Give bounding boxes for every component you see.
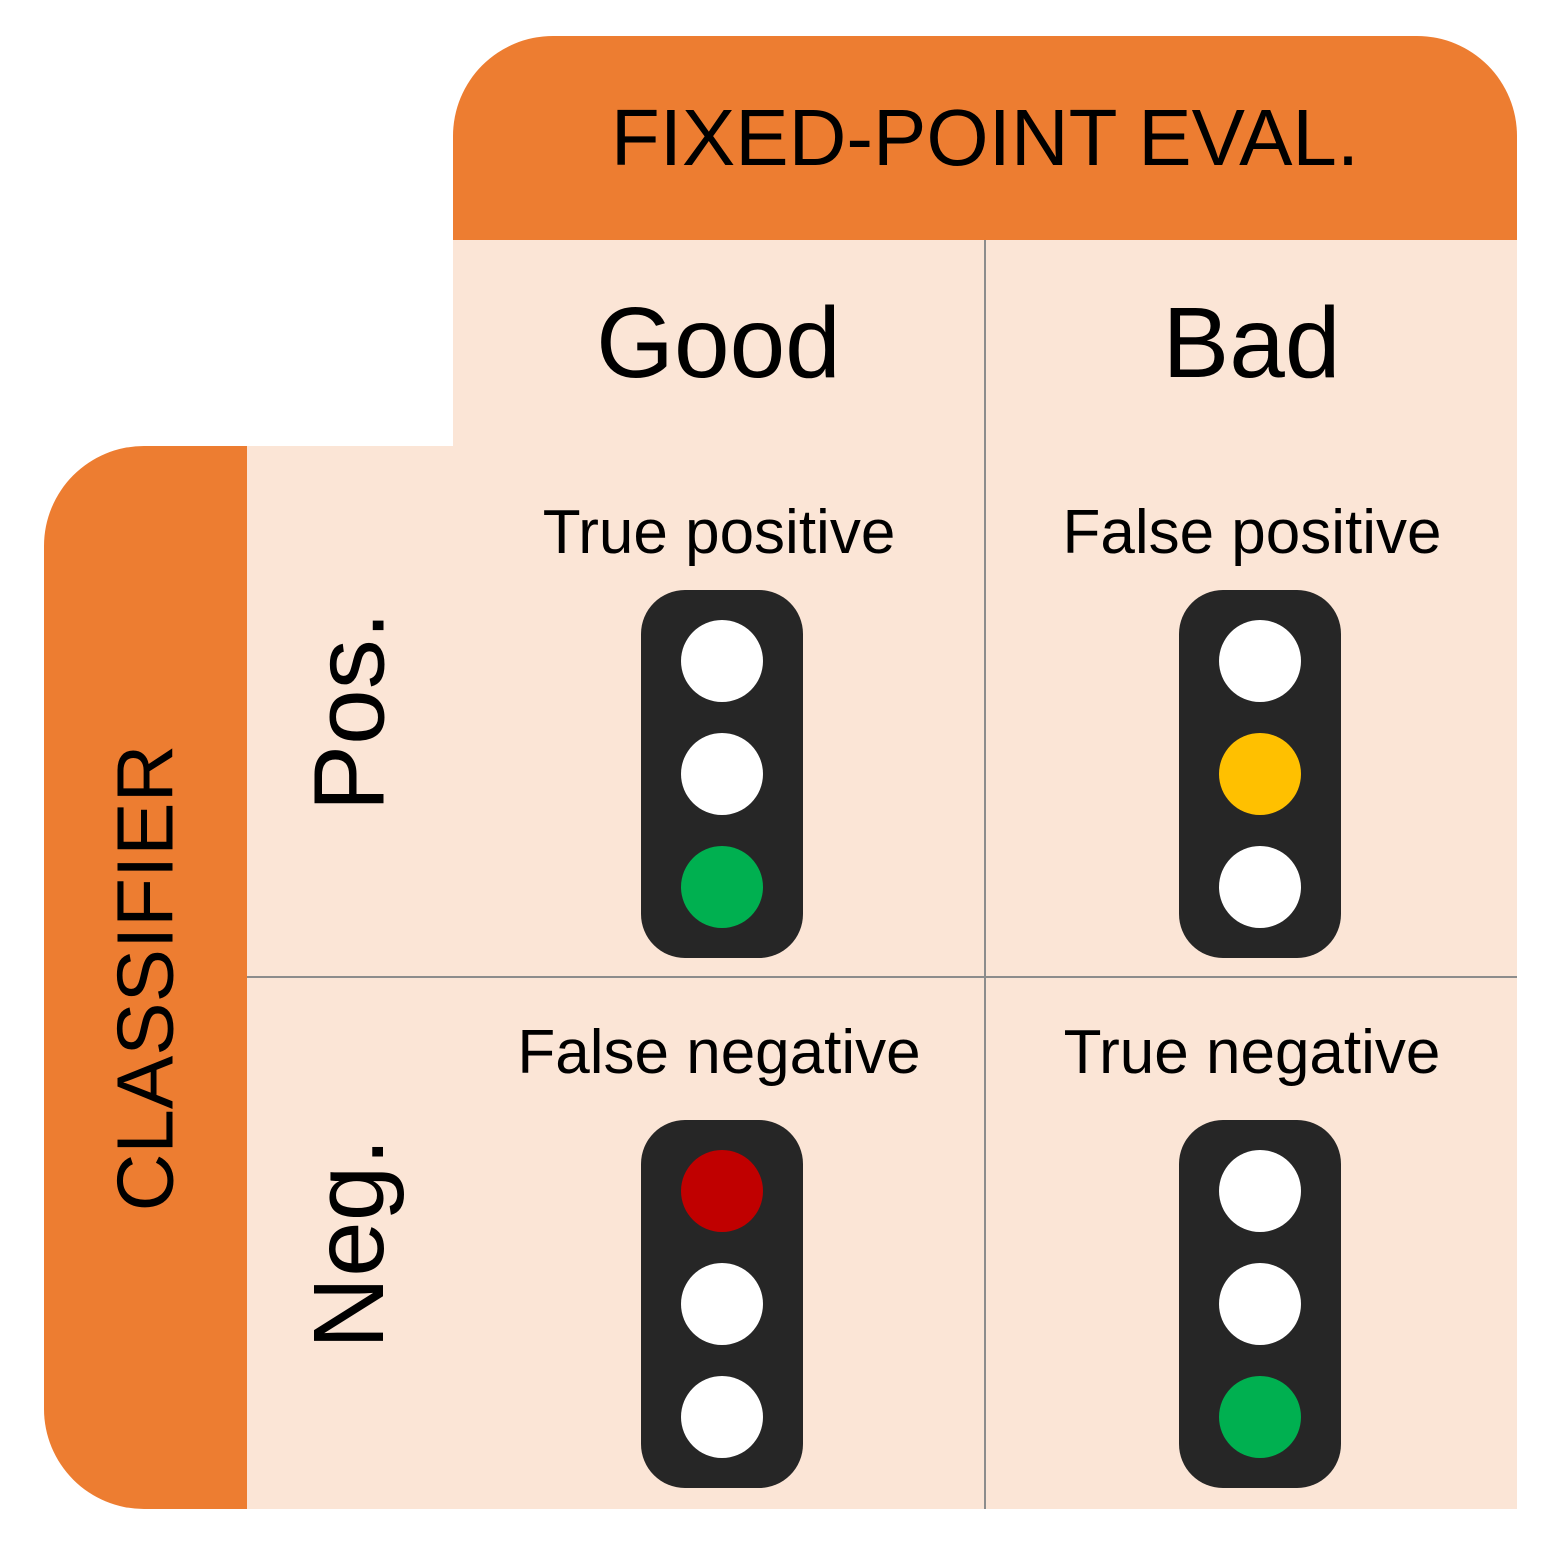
column-header-bad-text: Bad [1162, 286, 1341, 399]
column-header-good-text: Good [596, 286, 841, 399]
lamp-bottom [681, 846, 763, 928]
cell-caption-true-positive: True positive [542, 497, 896, 567]
lamp-middle [1219, 733, 1301, 815]
top-header-label: FIXED-POINT EVAL. [453, 36, 1517, 240]
traffic-light-icon [641, 590, 803, 958]
cell-caption-false-negative: False negative [517, 1017, 921, 1087]
column-divider [984, 240, 986, 1509]
lamp-middle [681, 1263, 763, 1345]
row-header-neg-text: Neg. [293, 1137, 406, 1350]
column-header-good: Good [453, 240, 984, 446]
traffic-light-icon [1179, 1120, 1341, 1488]
left-header-bar [44, 446, 247, 1509]
traffic-light-icon [1179, 590, 1341, 958]
row-divider [247, 976, 1517, 978]
traffic-light-icon [641, 1120, 803, 1488]
lamp-top [1219, 620, 1301, 702]
lamp-top [1219, 1150, 1301, 1232]
left-header-text: CLASSIFIER [100, 744, 190, 1211]
top-header-bar [453, 36, 1517, 240]
lamp-middle [681, 733, 763, 815]
lamp-top [681, 620, 763, 702]
lamp-bottom [681, 1376, 763, 1458]
lamp-middle [1219, 1263, 1301, 1345]
top-header-text: FIXED-POINT EVAL. [610, 93, 1360, 182]
lamp-top [681, 1150, 763, 1232]
lamp-bottom [1219, 1376, 1301, 1458]
column-header-bad: Bad [986, 240, 1517, 446]
cell-caption-true-negative: True negative [1063, 1017, 1441, 1087]
left-header-label: CLASSIFIER [44, 446, 247, 1509]
row-header-pos-text: Pos. [293, 610, 406, 812]
lamp-bottom [1219, 846, 1301, 928]
row-header-pos: Pos. [247, 446, 453, 976]
cell-caption-false-positive: False positive [1062, 497, 1442, 567]
row-header-neg: Neg. [247, 978, 453, 1509]
